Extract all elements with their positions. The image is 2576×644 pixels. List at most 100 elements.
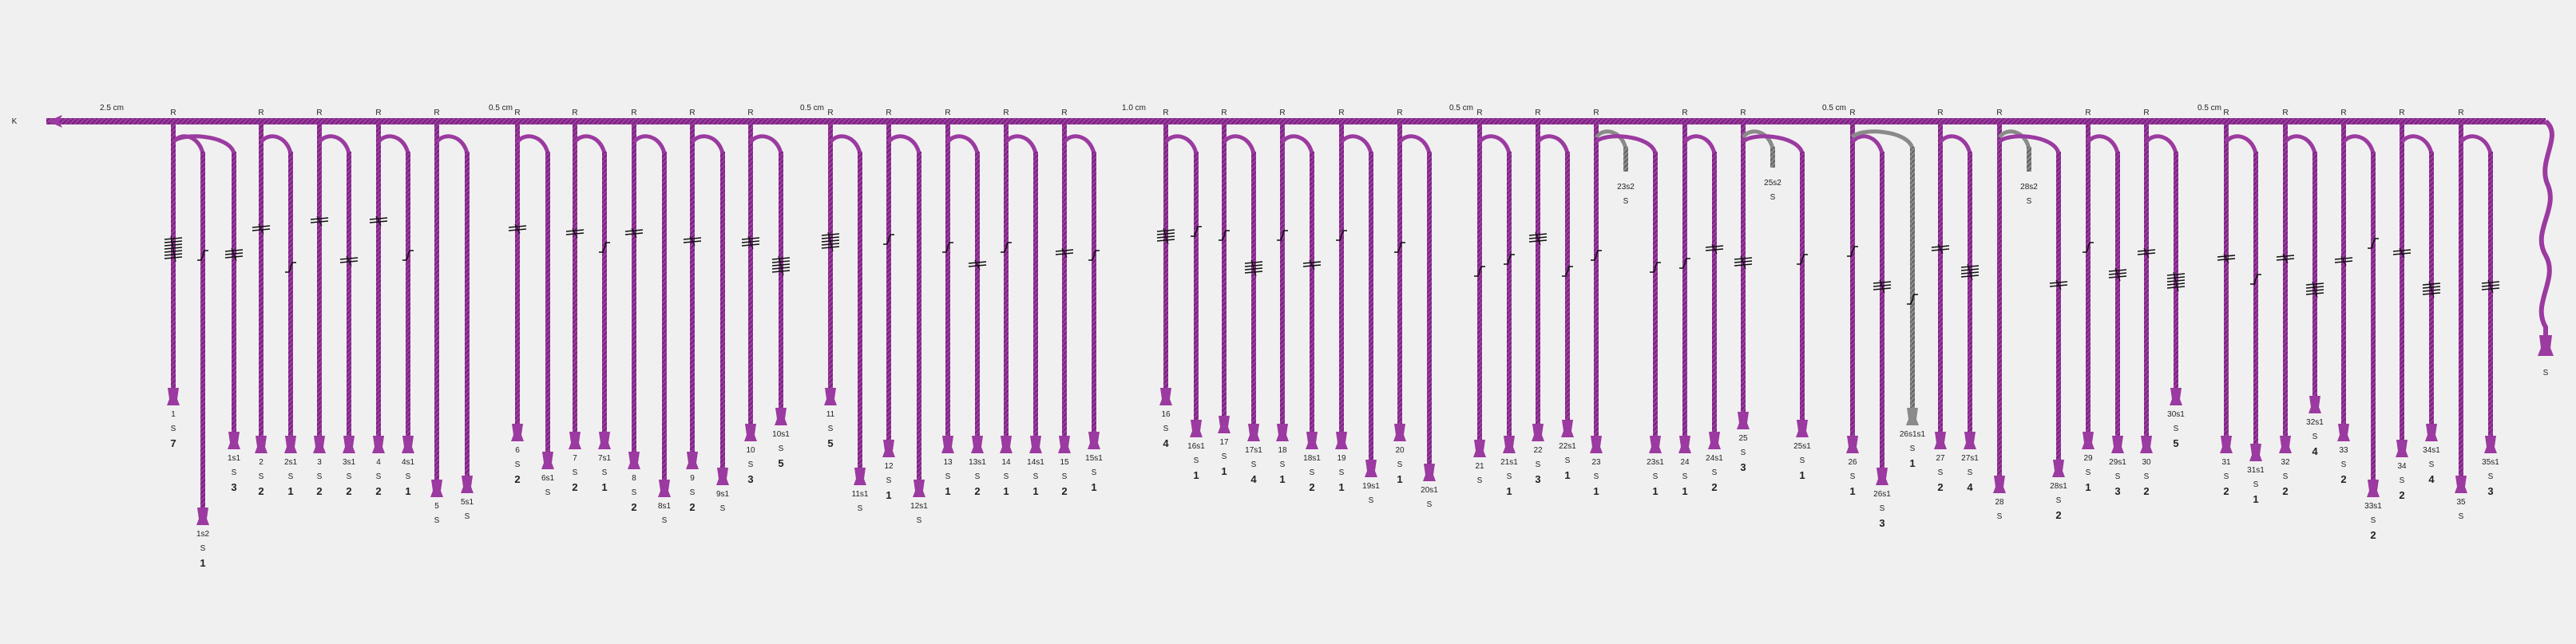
knot-count-label: 1 xyxy=(1279,473,1285,485)
cord-end-tassel xyxy=(1306,432,1318,449)
single-knot xyxy=(197,250,208,261)
knot-count-label: 2 xyxy=(572,481,577,493)
cord-end-tassel xyxy=(913,480,925,497)
long-knot-turn xyxy=(2108,269,2127,272)
cord-end-tassel xyxy=(1159,388,1172,405)
cord-end-tassel xyxy=(2308,396,2321,413)
primary-end-tassel xyxy=(2538,335,2554,356)
cord-id-label: 18s1 xyxy=(1303,454,1321,463)
long-knot-turn xyxy=(1528,233,1548,236)
knot-count-label: 2 xyxy=(316,485,322,497)
knot-count-label: 2 xyxy=(1309,481,1314,493)
subsidiary-cord-curve xyxy=(317,134,351,154)
long-knot-axis xyxy=(258,223,264,235)
cord-end-tassel xyxy=(941,436,954,453)
long-knot-turn xyxy=(2392,249,2412,252)
spin-label: S xyxy=(232,468,237,477)
cord-id-label: 23 xyxy=(1591,458,1601,467)
subsidiary-cord xyxy=(2253,152,2258,455)
cord-id-label: 15 xyxy=(1060,458,1069,467)
knot-count-label: 5 xyxy=(778,457,783,469)
spin-label: S xyxy=(1397,460,1403,469)
knot-count-label: 2 xyxy=(1061,485,1067,497)
knot-count-label: 1 xyxy=(945,485,950,497)
spin-label: S xyxy=(662,516,668,525)
spin-label: S xyxy=(945,472,951,481)
single-knot xyxy=(1219,230,1230,241)
spin-label: S xyxy=(1623,197,1629,206)
cord-id-label: 33 xyxy=(2339,446,2348,455)
cord-id-label: 28 xyxy=(1995,498,2004,507)
knot-count-label: 1 xyxy=(1799,469,1805,481)
cord-id-label: 29s1 xyxy=(2109,458,2126,467)
spin-label: S xyxy=(1033,472,1039,481)
cord-id-label: 34 xyxy=(2397,462,2407,471)
subsidiary-cord xyxy=(1507,152,1512,447)
knot-count-label: 2 xyxy=(1711,481,1717,493)
cord-id-label: 3s1 xyxy=(343,458,356,467)
cord-end-tassel xyxy=(1423,464,1436,481)
subsidiary-cord-curve xyxy=(1163,134,1199,154)
attachment-label: R xyxy=(1535,109,1540,117)
knot-count-label: 2 xyxy=(631,501,636,513)
attachment-label: R xyxy=(2340,109,2346,117)
primary-start-knot xyxy=(48,115,62,128)
pendant-cord xyxy=(1163,121,1168,399)
long-knot-axis xyxy=(2223,253,2229,264)
cord-end-tassel xyxy=(716,468,729,485)
spin-label: S xyxy=(2115,472,2121,481)
spin-label: S xyxy=(602,468,608,477)
long-knot-turn xyxy=(771,267,791,270)
long-knot-turn xyxy=(508,225,527,228)
pendant-cord xyxy=(1594,121,1599,447)
cord-end-tassel xyxy=(372,436,385,453)
spin-label: S xyxy=(406,472,411,481)
attachment-label: R xyxy=(2085,109,2091,117)
subsidiary-cord-curve xyxy=(573,134,607,154)
spin-label: S xyxy=(545,488,551,497)
spin-label: S xyxy=(347,472,352,481)
spliced-subsidiary-cord xyxy=(1770,147,1775,168)
cord-end-tassel xyxy=(971,436,984,453)
long-knot-turn xyxy=(771,270,791,273)
subsidiary-cord-curve xyxy=(1594,134,1658,155)
spin-label: S xyxy=(2283,472,2289,481)
cord-end-tassel xyxy=(1058,436,1071,453)
cord-id-label: 7 xyxy=(573,454,577,463)
spin-label: S xyxy=(2488,472,2494,481)
cord-id-label: 8 xyxy=(632,474,636,483)
subsidiary-cord-curve xyxy=(1997,134,2061,155)
pendant-cord xyxy=(1397,121,1402,435)
subsidiary-cord xyxy=(1968,152,1972,443)
subsidiary-cord-curve xyxy=(690,134,725,154)
spin-label: S xyxy=(1062,472,1068,481)
attachment-label: R xyxy=(2399,109,2404,117)
cord-id-label: 14 xyxy=(1001,458,1011,467)
attachment-label: R xyxy=(1682,109,1687,117)
long-knot-turn xyxy=(2166,286,2186,289)
long-knot-turn xyxy=(339,257,359,260)
attachment-label: R xyxy=(258,109,264,117)
knot-count-label: 4 xyxy=(1163,437,1169,449)
subsidiary-cord xyxy=(975,152,980,447)
gap-length-label: 0.5 cm xyxy=(1449,104,1473,113)
subsidiary-cord-curve xyxy=(1397,134,1432,154)
long-knot-turn xyxy=(1960,268,1980,271)
attachment-label: R xyxy=(945,109,950,117)
spin-label: S xyxy=(1507,472,1512,481)
cord-id-label: 28s2 xyxy=(2020,183,2038,192)
spin-label: S xyxy=(1092,468,1097,477)
cord-end-tassel xyxy=(1678,436,1691,453)
cord-id-label: 22 xyxy=(1533,446,1543,455)
cord-id-label: 28s1 xyxy=(2050,482,2067,491)
knot-count-label: 1 xyxy=(1682,485,1687,497)
single-knot xyxy=(942,242,953,253)
cord-id-label: 21s1 xyxy=(1500,458,1518,467)
cord-end-tassel xyxy=(2279,436,2292,453)
subsidiary-cord-curve xyxy=(376,134,410,154)
spin-label: S xyxy=(632,488,637,497)
long-knot-axis xyxy=(631,227,637,239)
subsidiary-cord xyxy=(1800,152,1805,431)
cord-id-label: 18 xyxy=(1278,446,1287,455)
spin-label: S xyxy=(200,544,206,553)
